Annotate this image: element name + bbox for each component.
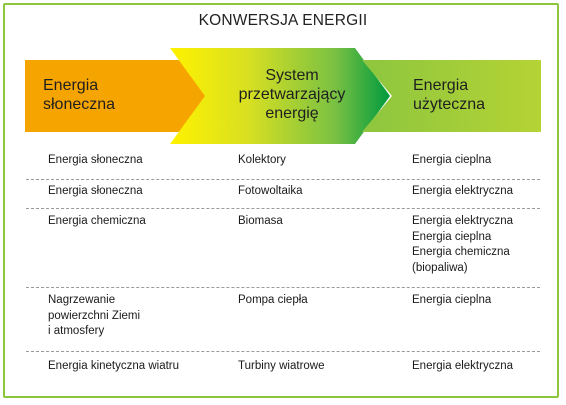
system-cell: Biomasa <box>238 215 283 227</box>
panel-frame <box>3 3 559 398</box>
header-system: System przetwarzający energię <box>238 67 346 122</box>
source-cell: Energia kinetyczna wiatru <box>48 360 180 372</box>
row-divider <box>26 287 540 288</box>
source-cell: Nagrzewanie powierzchni Ziemi i atmosfer… <box>48 294 141 337</box>
useful-cell: Energia cieplna <box>412 294 492 306</box>
row-divider <box>26 179 540 180</box>
useful-arrow <box>362 60 541 132</box>
useful-cell: Energia cieplna <box>412 154 492 166</box>
header-useful: Energia użyteczna <box>413 77 486 113</box>
source-cell: Energia słoneczna <box>48 185 143 197</box>
system-cell: Pompa ciepła <box>238 294 308 306</box>
source-cell: Energia słoneczna <box>48 154 143 166</box>
useful-cell: Energia elektryczna <box>412 185 513 197</box>
header-source: Energia słoneczna <box>43 77 116 113</box>
diagram-title: KONWERSJA ENERGII <box>198 12 368 29</box>
source-arrow <box>25 60 220 132</box>
row-divider <box>26 208 540 209</box>
useful-cell: Energia elektryczna <box>412 360 513 372</box>
system-cell: Fotowoltaika <box>238 185 303 197</box>
row-divider <box>26 351 540 352</box>
system-cell: Kolektory <box>238 154 286 166</box>
source-cell: Energia chemiczna <box>48 215 146 227</box>
useful-cell: Energia elektryczna Energia cieplna Ener… <box>412 215 513 274</box>
system-arrow <box>170 48 390 144</box>
system-cell: Turbiny wiatrowe <box>238 360 325 372</box>
